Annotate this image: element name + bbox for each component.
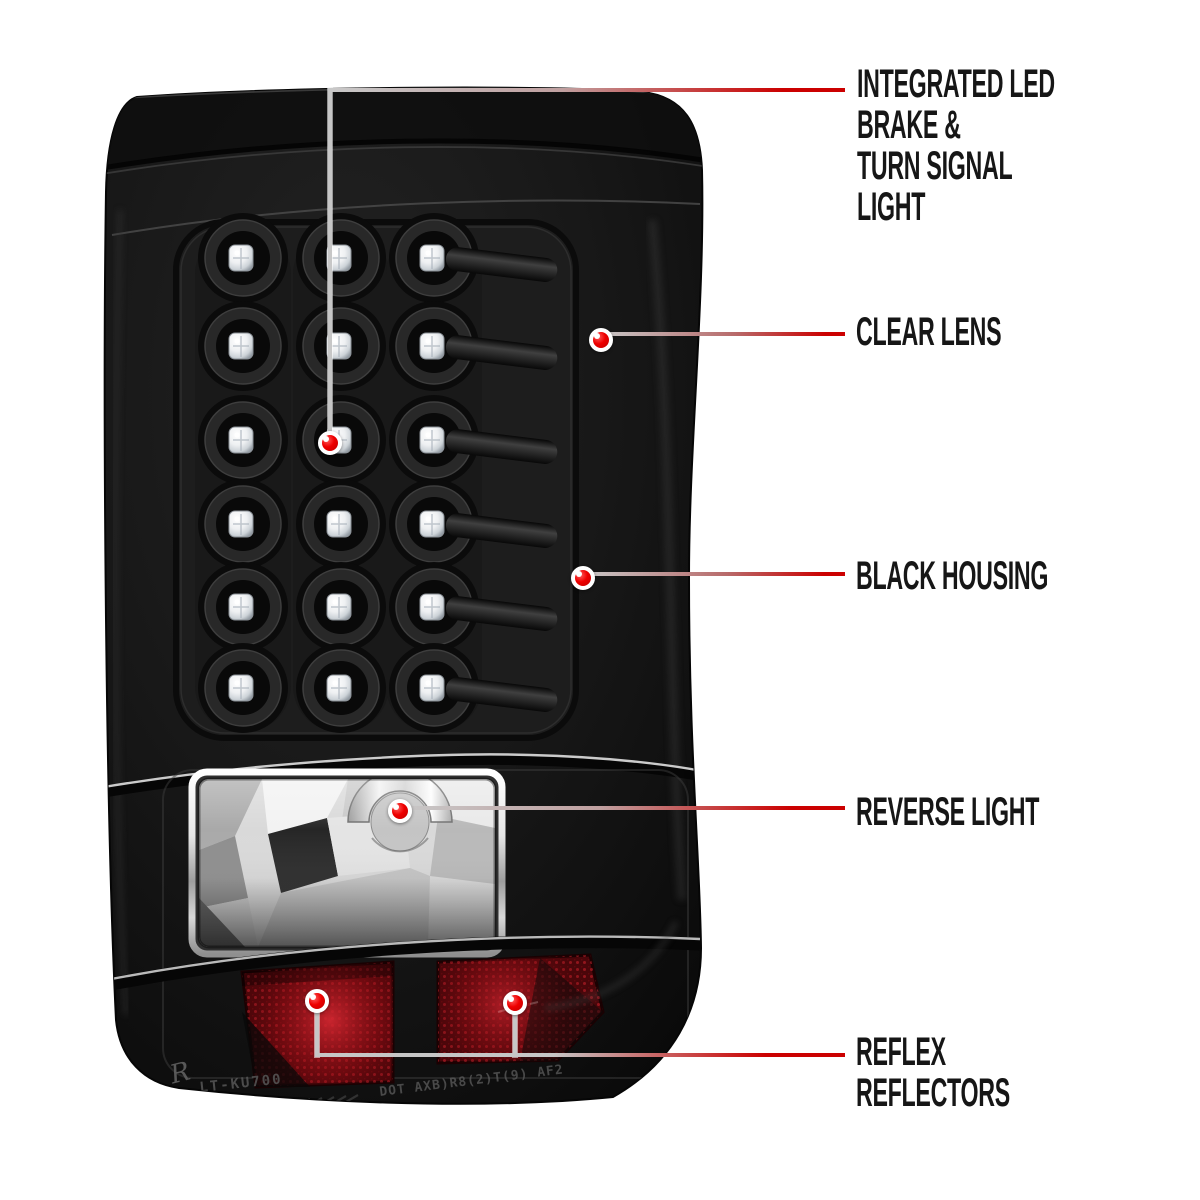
callout-dot-led <box>318 431 342 455</box>
callout-dot-reflector-right <box>503 991 527 1015</box>
callout-dot-reflector-left <box>305 989 329 1013</box>
callout-line-clear-lens <box>601 332 845 336</box>
callout-line-led-vertical <box>328 88 332 440</box>
tail-light-photo: R LT-KU700 DOT AXB)R8(2)T(9) AF2 <box>103 86 704 1105</box>
lower-chrome-separator <box>104 935 701 992</box>
callout-line-reverse-light <box>400 806 845 810</box>
callout-line-black-housing <box>583 572 845 576</box>
callout-line-reflector-right-vertical <box>513 1010 517 1057</box>
callout-line-reflector-left-vertical <box>315 1008 319 1057</box>
callout-line-reflectors <box>315 1053 845 1057</box>
callout-label-reflex-reflectors: REFLEX REFLECTORS <box>856 1030 1010 1115</box>
callout-line-led <box>330 88 845 92</box>
callout-label-integrated-led: INTEGRATED LED BRAKE & TURN SIGNAL LIGHT <box>857 62 1055 229</box>
callout-label-reverse-light: REVERSE LIGHT <box>856 790 1040 834</box>
led-grid <box>198 213 558 733</box>
callout-dot-clear-lens <box>589 328 613 352</box>
callout-dot-reverse-light <box>388 799 412 823</box>
callout-label-clear-lens: CLEAR LENS <box>856 310 1002 354</box>
housing <box>103 86 704 1105</box>
callout-dot-black-housing <box>571 566 595 590</box>
callout-label-black-housing: BLACK HOUSING <box>856 554 1049 598</box>
reverse-light <box>162 768 689 1079</box>
